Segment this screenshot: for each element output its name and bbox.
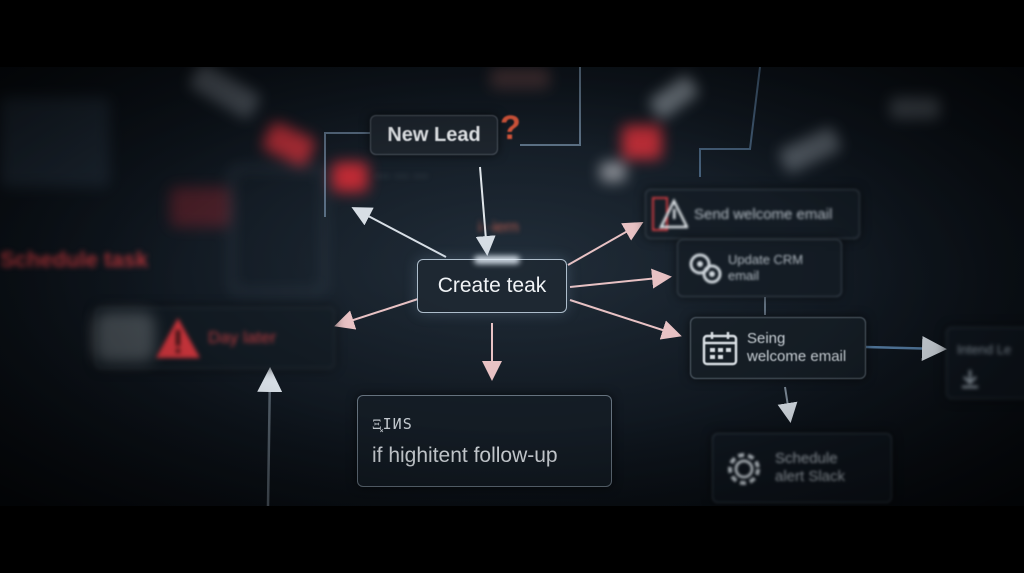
node-create-task[interactable]: Create teak: [417, 256, 567, 313]
node-day-later-label: Day later: [208, 328, 277, 347]
connector-create-task-to-send-email: [567, 222, 644, 266]
settings-gear-icon: [728, 453, 760, 485]
background-text-faded-top: ··· ··· ···: [375, 167, 429, 184]
node-intent-lead[interactable]: Intend Le: [946, 327, 1024, 399]
question-mark-icon: ?: [500, 109, 521, 147]
letterbox-top-bar: [0, 0, 1024, 67]
workflow-scene: Schedule task ··· ··· ··· i··iern Day la…: [0, 67, 1024, 506]
node-sending-line1: Seing: [747, 330, 786, 347]
node-send-email-label: Send welcome email: [694, 205, 833, 223]
node-slack-line1: Schedule: [775, 450, 838, 467]
download-icon: [962, 370, 978, 389]
node-update-crm-text: Update CRM email: [728, 252, 803, 284]
node-sending-text: Seing welcome email: [747, 330, 846, 366]
calendar-icon: [702, 332, 738, 366]
node-new-lead[interactable]: New Lead: [370, 115, 498, 155]
connector-create-task-to-update-crm: [569, 268, 672, 289]
node-send-email[interactable]: Send welcome email: [645, 189, 860, 239]
connector-sending-to-slack: [777, 386, 798, 423]
node-intent-label: Intend Le: [957, 342, 1012, 357]
connector-left-vertical: [257, 367, 283, 506]
node-update-crm-line2: email: [728, 268, 760, 283]
connector-new-lead-left-bracket: [324, 132, 370, 217]
connector-create-task-to-day-later: [334, 298, 419, 330]
letterbox-bottom-bar: [0, 506, 1024, 573]
node-sending-welcome-email[interactable]: Seing welcome email: [690, 317, 866, 379]
node-slack-line2: alert Slack: [775, 468, 846, 485]
background-text-faded-mid: i··iern: [478, 219, 519, 236]
node-highlight-glow: [474, 256, 520, 264]
node-new-lead-label: New Lead: [387, 123, 481, 146]
node-day-later[interactable]: Day later: [95, 307, 335, 369]
node-followup-tag: Ξ͓IИS: [372, 414, 413, 433]
node-followup-label: if highitent follow-up: [372, 443, 558, 467]
connector-new-lead-to-create-task: [475, 166, 496, 256]
node-schedule-alert-slack[interactable]: Schedule alert Slack: [712, 433, 892, 503]
node-update-crm[interactable]: Update CRM email: [677, 239, 842, 297]
background-text-schedule-task: Schedule task: [0, 247, 148, 272]
node-update-crm-line1: Update CRM: [728, 252, 804, 267]
connector-sending-to-intent: [865, 335, 947, 361]
node-sending-line2: welcome email: [747, 348, 847, 365]
connector-create-task-to-upper-left: [351, 207, 447, 258]
gear-cluster-icon: [689, 253, 722, 284]
node-slack-text: Schedule alert Slack: [775, 450, 845, 486]
connector-right-top: [699, 67, 761, 177]
warning-triangle-icon: [652, 197, 688, 231]
node-followup[interactable]: Ξ͓IИS if highitent follow-up: [357, 395, 612, 487]
warning-triangle-icon: [156, 318, 200, 358]
connector-create-task-to-sending: [569, 299, 682, 340]
node-create-task-label: Create teak: [437, 274, 547, 297]
connector-new-lead-right-bracket: [520, 67, 581, 146]
